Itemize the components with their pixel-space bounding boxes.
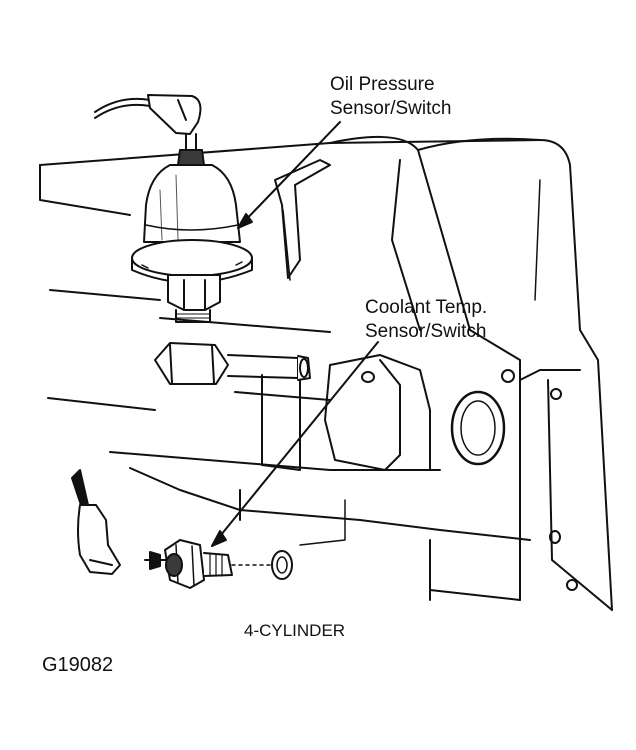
adapter-fitting <box>155 343 310 384</box>
oil-pressure-label-line1: Oil Pressure <box>330 74 435 95</box>
oil-pressure-sensor <box>95 95 252 322</box>
oil-pressure-label: Oil Pressure Sensor/Switch <box>330 73 451 121</box>
engine-block <box>40 137 612 610</box>
coolant-temp-sensor <box>72 470 292 588</box>
coolant-arrow <box>212 342 378 546</box>
engine-type-caption: 4-CYLINDER <box>244 621 346 640</box>
coolant-temp-label-line1: Coolant Temp. <box>365 297 488 318</box>
coolant-temp-label: Coolant Temp. Sensor/Switch <box>365 296 487 344</box>
oil-pressure-label-line2: Sensor/Switch <box>330 98 452 119</box>
figure-id: G19082 <box>42 654 114 676</box>
leader-arrows <box>212 122 378 546</box>
coolant-temp-label-line2: Sensor/Switch <box>365 321 487 342</box>
oil-pressure-arrow <box>238 122 340 228</box>
